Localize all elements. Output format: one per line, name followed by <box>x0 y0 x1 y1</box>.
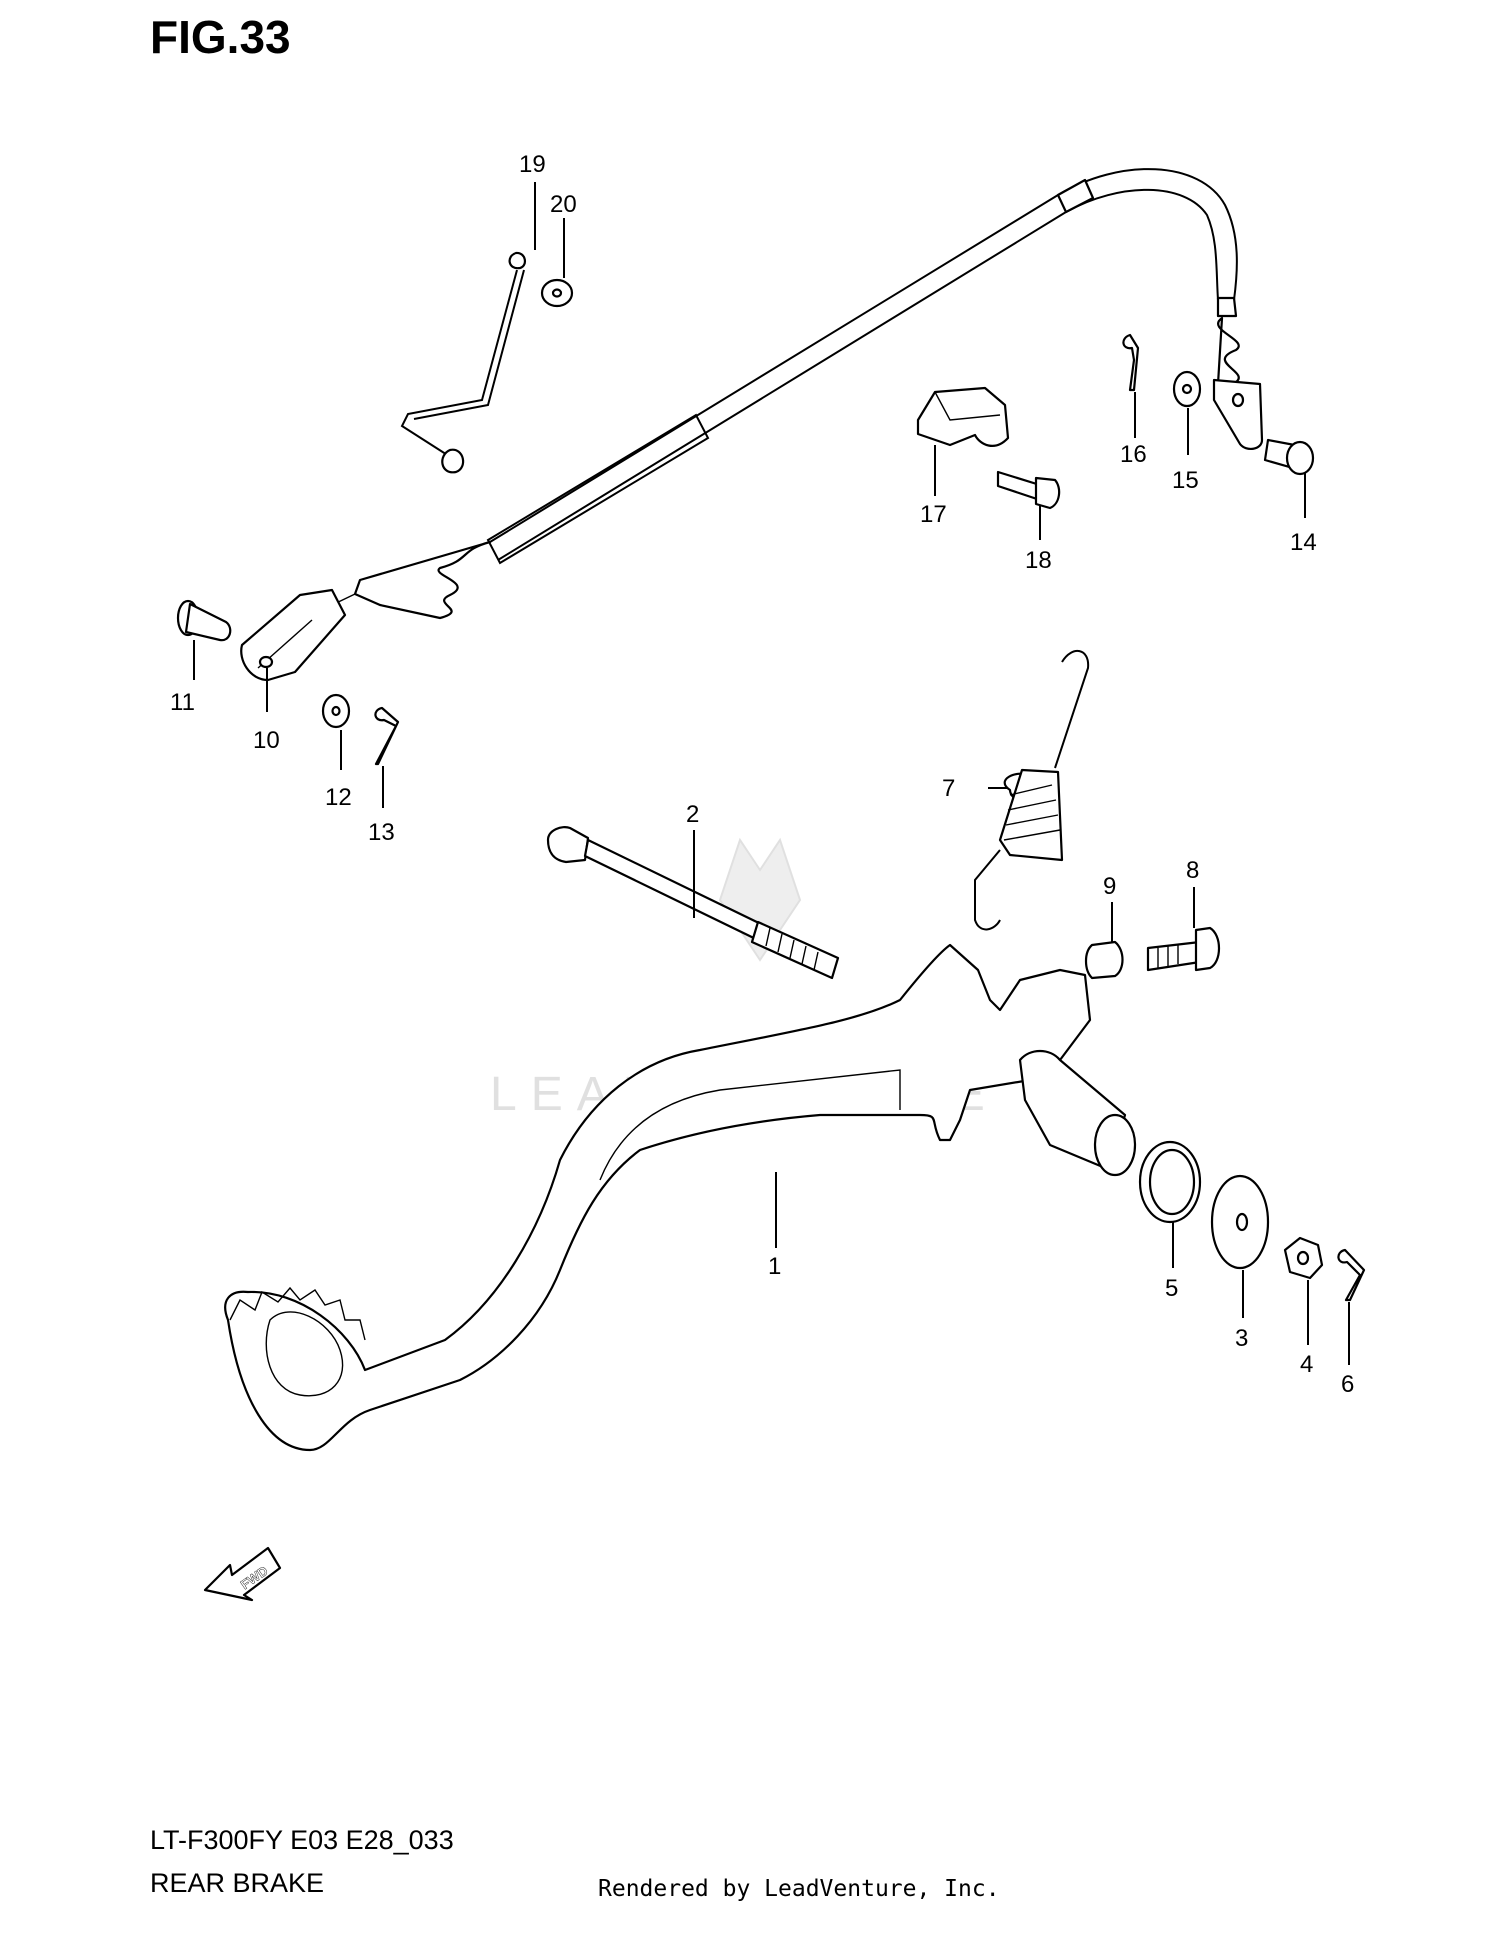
callout-17: 17 <box>920 501 947 528</box>
part-19-rod <box>400 251 526 474</box>
callout-2: 2 <box>686 801 699 828</box>
callout-16: 16 <box>1120 441 1147 468</box>
part-14-pin <box>1263 438 1315 476</box>
part-5-ring <box>1138 1140 1202 1224</box>
part-4-nut <box>1283 1236 1324 1280</box>
part-15-washer <box>1172 370 1202 408</box>
callout-19: 19 <box>519 151 546 178</box>
part-20-washer <box>540 278 574 308</box>
callout-labels: 19 20 11 10 12 13 14 15 16 17 18 7 2 9 8… <box>170 151 1354 1398</box>
callout-5: 5 <box>1165 1275 1178 1302</box>
callout-18: 18 <box>1025 547 1052 574</box>
callout-10: 10 <box>253 727 280 754</box>
callout-9: 9 <box>1103 873 1116 900</box>
part-18-bolt <box>996 470 1061 510</box>
callout-11: 11 <box>170 689 195 716</box>
part-far-clevis <box>1212 378 1264 450</box>
part-6-cotter-pin <box>1337 1248 1366 1302</box>
callout-3: 3 <box>1235 1325 1248 1352</box>
part-11-pin <box>176 599 232 642</box>
part-10-clevis <box>240 588 347 682</box>
callout-7: 7 <box>942 775 955 802</box>
model-code: LT-F300FY E03 E28_033 <box>150 1825 454 1855</box>
part-brake-cable <box>329 168 1240 620</box>
part-17-clamp <box>916 386 1010 447</box>
fwd-arrow: FWD <box>203 1546 282 1602</box>
part-12-washer <box>321 693 351 729</box>
callout-14: 14 <box>1290 529 1317 556</box>
part-9-nut <box>1084 940 1124 980</box>
part-8-bolt <box>1146 926 1221 972</box>
part-13-cotter-pin <box>374 706 400 766</box>
part-2-bolt <box>546 826 840 980</box>
callout-12: 12 <box>325 784 352 811</box>
part-1-brake-pedal <box>224 943 1137 1452</box>
leader-lines <box>193 182 1350 1365</box>
render-credit: Rendered by LeadVenture, Inc. <box>598 1876 1000 1902</box>
callout-6: 6 <box>1341 1371 1354 1398</box>
callout-4: 4 <box>1300 1351 1313 1378</box>
section-name: REAR BRAKE <box>150 1868 325 1898</box>
part-16-cotter-pin <box>1122 333 1140 392</box>
part-3-washer <box>1210 1174 1270 1270</box>
part-7-spring <box>974 650 1090 931</box>
callout-20: 20 <box>550 191 577 218</box>
callout-1: 1 <box>768 1253 781 1280</box>
callout-13: 13 <box>368 819 395 846</box>
callout-15: 15 <box>1172 467 1199 494</box>
callout-8: 8 <box>1186 857 1199 884</box>
figure-title: FIG.33 <box>150 11 291 63</box>
